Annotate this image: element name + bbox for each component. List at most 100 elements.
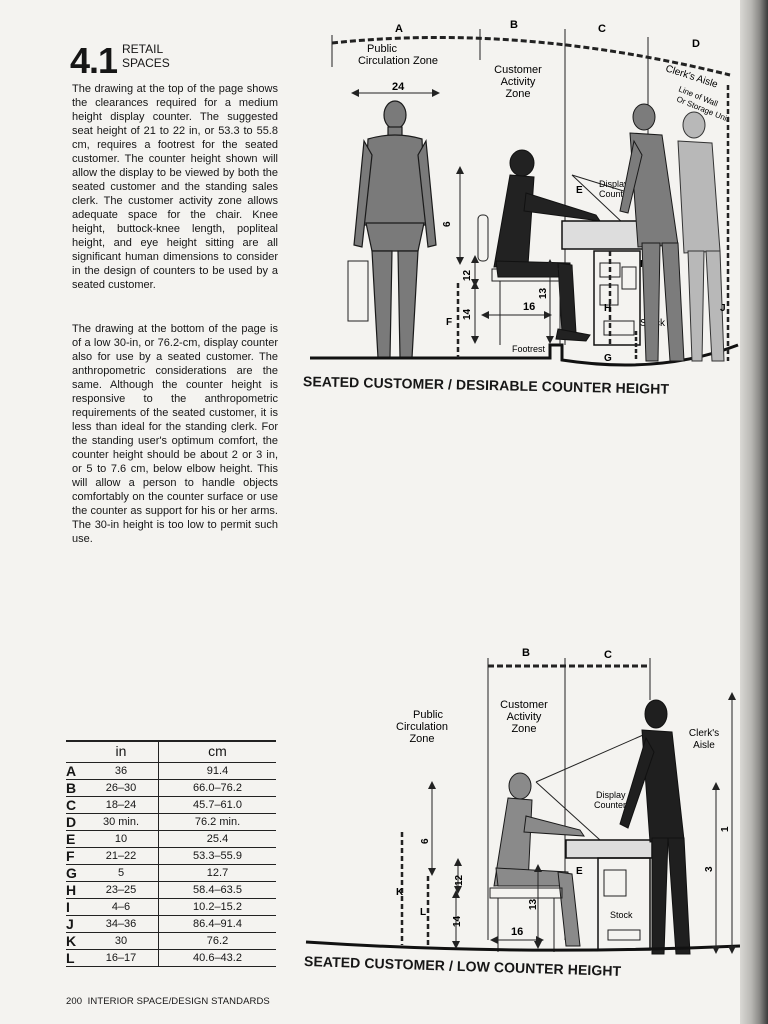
stock-label: Stock (610, 910, 633, 920)
dim-label-13: 13 (528, 898, 539, 910)
section-number: 4.1 (70, 40, 118, 81)
display-counter-label-1: Display (599, 179, 629, 189)
dim-label-13: 13 (538, 287, 549, 299)
table-cell-cm: 91.4 (158, 762, 276, 780)
table-cell-in: 30 min. (84, 813, 159, 831)
dim-label-12: 12 (462, 269, 473, 281)
zone-label-public-2: Circulation Zone (358, 55, 438, 67)
section-subtitle-line1: RETAIL (122, 42, 164, 56)
table-cell-in: 16–17 (84, 949, 159, 967)
dim-label-6: 6 (442, 221, 453, 227)
footrest-label: Footrest (512, 344, 546, 354)
sightline (571, 174, 631, 194)
display-counter-label-2: Counter (599, 189, 631, 199)
table-cell-cm: 53.3–55.9 (158, 847, 276, 865)
table-cell-in: 21–22 (84, 847, 159, 865)
figure-top-drawing: A B C D Public Circulation Zone Customer… (310, 19, 739, 367)
dim-letter-f: F (446, 317, 452, 328)
table-cell-in: 26–30 (84, 779, 159, 797)
table-cell-in: 5 (84, 864, 159, 882)
chair-back (477, 214, 489, 262)
section-subtitle-line2: SPACES (122, 56, 170, 70)
dim-letter-g: G (604, 353, 612, 364)
table-cell-key: J (66, 915, 84, 933)
sightline (571, 174, 626, 226)
dim-letter-l: L (420, 907, 426, 918)
table-header-in: in (84, 740, 159, 763)
dim-letter-h: H (604, 303, 611, 314)
page-footer: 200 INTERIOR SPACE/DESIGN STANDARDS (66, 996, 270, 1007)
dim-label-16: 16 (511, 926, 523, 938)
zone-label-public-2: Circulation (396, 721, 448, 733)
paragraph-2: The drawing at the bottom of the page is… (72, 323, 278, 545)
dim-label-16: 16 (523, 301, 535, 313)
dim-label-14: 14 (452, 915, 463, 927)
zone-label-customer-3: Zone (505, 88, 530, 100)
counter-base-stock (593, 250, 641, 346)
dim-label-14: 14 (462, 308, 473, 320)
table-cell-key: B (66, 779, 84, 797)
table-cell-cm: 25.4 (158, 830, 276, 848)
stock-box (603, 320, 635, 336)
book-spine-edge (740, 0, 768, 1024)
table-cell-key: G (66, 864, 84, 882)
zone-label-customer-1: Customer (500, 699, 548, 711)
dim-label-1: 1 (720, 826, 731, 832)
table-cell-cm: 76.2 min. (158, 813, 276, 831)
table-header-row: in cm (66, 740, 276, 763)
zone-label-public-1: Public (413, 709, 443, 721)
dim-label-3: 3 (704, 866, 715, 872)
zone-label-public-3: Zone (409, 733, 434, 745)
table-cell-in: 30 (84, 932, 159, 950)
background-clerk-figure (677, 111, 725, 362)
table-cell-key: F (66, 847, 84, 865)
stock-box (621, 266, 637, 290)
dim-label-12: 12 (454, 874, 465, 886)
chair-seat (491, 268, 573, 282)
table-cell-key: K (66, 932, 84, 950)
sightline (535, 781, 601, 841)
table-cell-in: 18–24 (84, 796, 159, 814)
zone-label-clerk-2: Aisle (693, 740, 715, 751)
table-header-cm: cm (158, 740, 276, 763)
zone-dimension-chain (331, 35, 731, 77)
table-cell-key: L (66, 949, 84, 967)
table-cell-cm: 58.4–63.5 (158, 881, 276, 899)
table-cell-key: H (66, 881, 84, 899)
table-cell-key: C (66, 796, 84, 814)
stock-box (603, 869, 627, 897)
table-cell-cm: 76.2 (158, 932, 276, 950)
book-page: 4.1 RETAIL SPACES The drawing at the top… (0, 0, 752, 1024)
table-cell-cm: 10.2–15.2 (158, 898, 276, 916)
table-cell-cm: 40.6–43.2 (158, 949, 276, 967)
dim-letter-b: B (522, 647, 530, 659)
standing-person-figure (353, 100, 437, 359)
seated-customer-figure (493, 772, 585, 947)
display-counter-top (565, 839, 653, 859)
sightline (535, 731, 651, 783)
figure-bottom-low-counter: B C Public Circulation Zone Customer Act… (300, 640, 740, 958)
dim-letter-j: J (720, 303, 726, 314)
table-cell-key: D (66, 813, 84, 831)
paragraph-1: The drawing at the top of the page shows… (72, 83, 278, 291)
table-header-key (66, 740, 84, 763)
zone-label-customer-1: Customer (494, 64, 542, 76)
floor-line (305, 940, 740, 952)
table-cell-cm: 45.7–61.0 (158, 796, 276, 814)
standing-clerk-figure (619, 103, 685, 362)
dim-label-6: 6 (420, 838, 431, 844)
display-counter-label-1: Display (596, 790, 626, 800)
shopping-bag-icon (347, 260, 369, 322)
table-cell-key: E (66, 830, 84, 848)
table-cell-in: 36 (84, 762, 159, 780)
zone-label-customer-3: Zone (511, 723, 536, 735)
